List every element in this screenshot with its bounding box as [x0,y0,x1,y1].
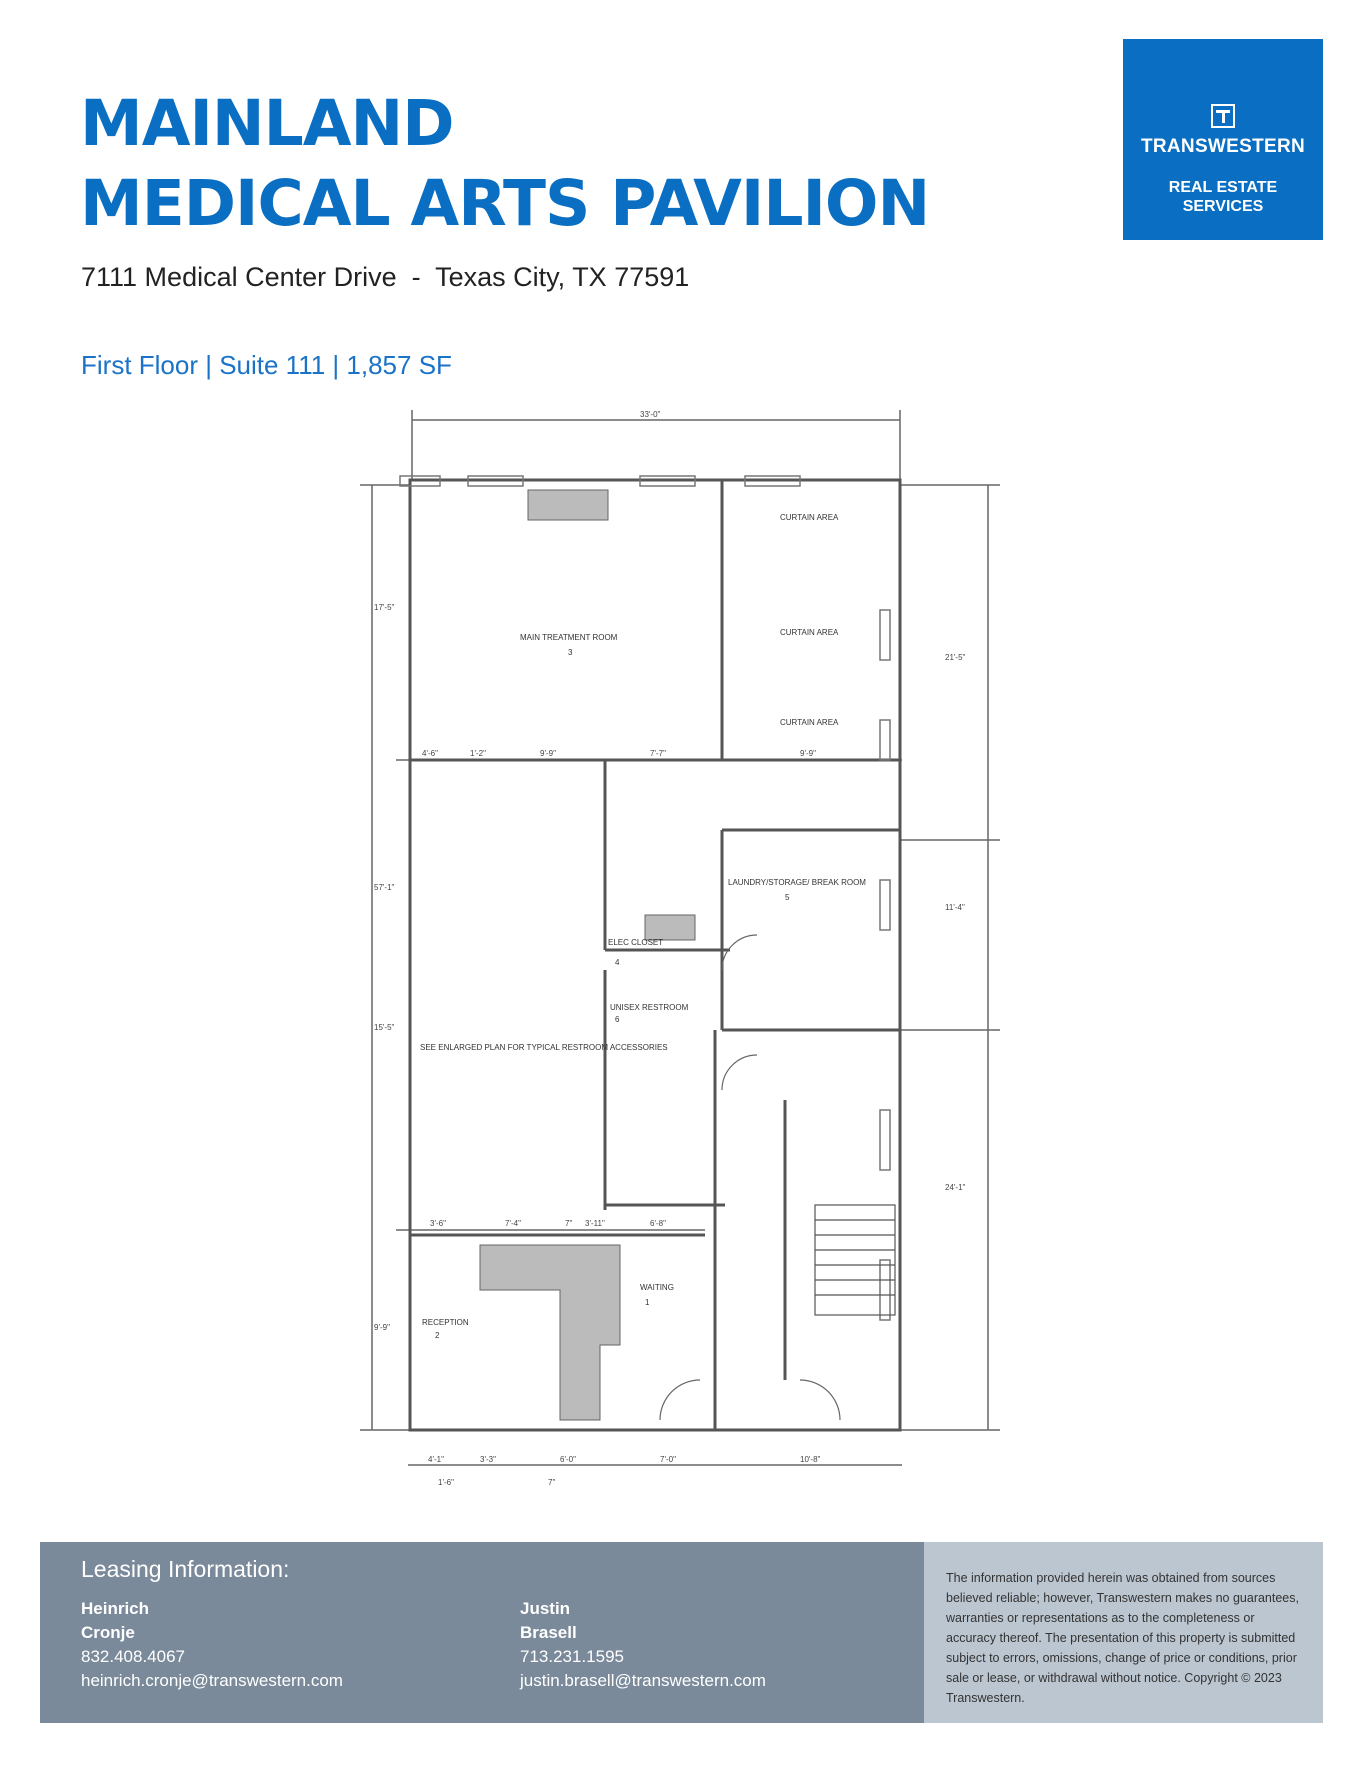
dimension-bottom-0: 4'-1" [428,1455,444,1464]
logo-name: TRANSWESTERN [1140,136,1306,157]
dimension-bottom-sub-1: 7" [548,1478,555,1487]
room-number-reception: 2 [435,1331,440,1340]
dimension-top: 33'-0" [640,410,661,419]
contact-phone[interactable]: 713.231.1595 [520,1647,624,1666]
room-label-reception: RECEPTION [422,1318,469,1327]
room-label-waiting: WAITING [640,1283,674,1292]
leasing-heading: Leasing Information: [81,1556,290,1582]
logo-tagline: REAL ESTATE SERVICES [1168,179,1278,215]
dimension-bottom-sub-0: 1'-6" [438,1478,454,1487]
dimension-mid-2: 9'-9" [540,749,556,758]
dimension-lower-4: 6'-8" [650,1219,666,1228]
room-label-laundry: LAUNDRY/STORAGE/ BREAK ROOM [728,878,866,887]
dimension-bottom-1: 3'-3" [480,1455,496,1464]
dimension-mid-4: 9'-9" [800,749,816,758]
room-number-laundry: 5 [785,893,790,902]
contact-first-name: Heinrich [81,1599,150,1618]
contact-last-name: Brasell [520,1623,577,1642]
dimension-right-middle: 11'-4" [945,903,965,912]
room-number-main-treatment: 3 [568,648,573,657]
room-number-elec: 4 [615,958,620,967]
room-label-elec: ELEC CLOSET [608,938,663,947]
contact-first-name: Justin [520,1599,571,1618]
property-title: MAINLAND MEDICAL ARTS PAVILION [80,84,930,244]
restroom-accessories-note: SEE ENLARGED PLAN FOR TYPICAL RESTROOM A… [420,1043,668,1052]
dimension-bottom-2: 6'-0" [560,1455,576,1464]
room-label-curtain-3: CURTAIN AREA [780,718,839,727]
transwestern-t-icon [1211,104,1235,128]
property-address: 7111 Medical Center Drive - Texas City, … [81,262,690,292]
contact-heinrich-cronje: Heinrich Cronje 832.408.4067 heinrich.cr… [81,1597,343,1693]
dimension-left-lower: 9'-9" [374,1323,390,1332]
dimension-left-middle: 15'-5" [374,1023,395,1032]
property-title-line-2: MEDICAL ARTS PAVILION [80,167,930,240]
room-label-curtain-1: CURTAIN AREA [780,513,839,522]
dimension-lower-1: 7'-4" [505,1219,521,1228]
contact-phone[interactable]: 832.408.4067 [81,1647,185,1666]
dimension-mid-0: 4'-6" [422,749,438,758]
dimension-lower-3: 3'-11" [585,1219,605,1228]
dimension-lower-2: 7" [565,1219,572,1228]
dimension-left-total: 57'-1" [374,883,395,892]
contact-email[interactable]: heinrich.cronje@transwestern.com [81,1671,343,1690]
dimension-bottom-3: 7'-0" [660,1455,676,1464]
contact-email[interactable]: justin.brasell@transwestern.com [520,1671,766,1690]
room-label-unisex: UNISEX RESTROOM [610,1003,689,1012]
transwestern-logo: TRANSWESTERN REAL ESTATE SERVICES [1123,39,1323,240]
dimension-bottom-4: 10'-8" [800,1455,821,1464]
contact-justin-brasell: Justin Brasell 713.231.1595 justin.brase… [520,1597,766,1693]
dimension-left-upper: 17'-5" [374,603,395,612]
dimension-mid-3: 7'-7" [650,749,666,758]
dimension-right-lower: 24'-1" [945,1183,966,1192]
contact-last-name: Cronje [81,1623,135,1642]
room-label-curtain-2: CURTAIN AREA [780,628,839,637]
disclaimer-panel: The information provided herein was obta… [924,1542,1323,1723]
dimension-right-upper: 21'-5" [945,653,966,662]
dimension-lower-0: 3'-6" [430,1219,446,1228]
room-label-main-treatment: MAIN TREATMENT ROOM [520,633,618,642]
suite-info: First Floor | Suite 111 | 1,857 SF [81,350,452,380]
room-number-unisex: 6 [615,1015,620,1024]
property-title-line-1: MAINLAND [80,87,455,160]
room-number-waiting: 1 [645,1298,650,1307]
leasing-information-panel: Leasing Information: Heinrich Cronje 832… [40,1542,924,1723]
disclaimer-text: The information provided herein was obta… [946,1571,1299,1705]
dimension-mid-1: 1'-2" [470,749,486,758]
floor-plan: MAIN TREATMENT ROOM 3 CURTAIN AREA CURTA… [360,410,1010,1495]
